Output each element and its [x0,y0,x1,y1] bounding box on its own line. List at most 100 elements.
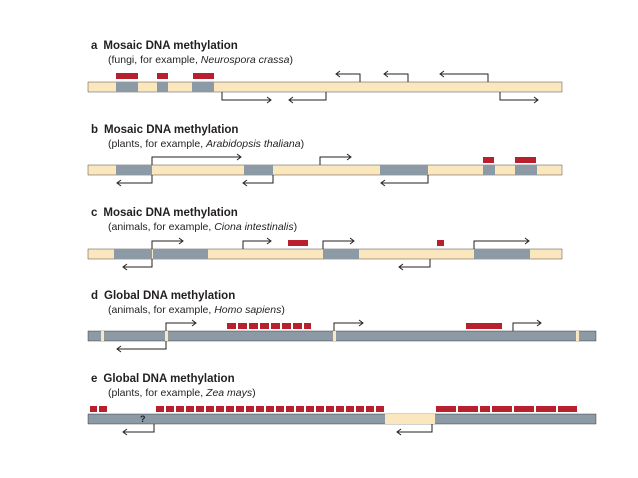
panel-d-sub-post: ) [281,304,285,316]
methylation-mark [193,73,214,79]
panel-c-sub-post: ) [293,221,298,233]
transcription-arrows [116,319,542,353]
panel-e-organism: Zea mays [206,387,253,399]
methylation-mark [436,406,456,412]
dna-strand [87,81,563,93]
methylation-mark [236,406,244,412]
methylation-mark [356,406,364,412]
methylated-region [153,249,208,259]
methylated-region [483,165,495,175]
methylation-mark [346,406,354,412]
panel-e-sub-pre: (plants, for example, [108,387,207,399]
methylation-mark [227,323,236,329]
panel-d-letter: d [91,290,99,302]
gene-arrow [244,175,274,184]
dna-strand [87,330,597,342]
methylation-mark [90,406,97,412]
gene-arrow [290,92,327,101]
panel-c-diagram [87,237,563,271]
panel-d-diagram [87,319,597,353]
methylation-mark [466,323,502,329]
panel-c-sub-pre: (animals, for example, [108,221,215,233]
methylation-mark [376,406,384,412]
gene-arrow [165,322,195,331]
panel-a-organism: Neurospora crassa [200,54,290,66]
methylation-mark [304,323,311,329]
unknown-marker: ? [140,414,146,424]
gene-arrow [337,73,361,82]
methylation-mark [249,323,258,329]
methylated-region [192,82,214,92]
methylation-mark [286,406,294,412]
methylation-mark [458,406,478,412]
panel-a-sub-post: ) [289,54,294,66]
methylation-mark [157,73,168,79]
panel-c-letter: c [91,207,98,219]
dna-strand [87,164,563,176]
panel-b-sub-post: ) [300,138,305,150]
methylation-mark [196,406,204,412]
dna-strand [87,413,597,425]
gene-arrow [512,322,540,331]
panel-d-subtitle: (animals, for example, Homo sapiens) [108,304,285,316]
gene-arrow [441,73,489,82]
gene-arrow [398,424,433,433]
panel-a-subtitle: (fungi, for example, Neurospora crassa) [108,54,293,66]
panel-a-name: Mosaic DNA methylation [103,40,238,52]
methylation-mark [216,406,224,412]
panel-e-subtitle: (plants, for example, Zea mays) [108,387,256,399]
methylation-mark [288,240,308,246]
panel-d-organism: Homo sapiens [214,304,282,316]
methylation-mark [296,406,304,412]
methylation-mark [437,240,444,246]
methylation-mark [260,323,269,329]
panel-a-sub-pre: (fungi, for example, [108,54,201,66]
gene-arrow [499,92,537,101]
methylation-mark [238,323,247,329]
unmethylated-gap [165,331,168,341]
transcription-arrows [122,424,433,436]
methylation-mark [515,157,536,163]
panel-e-letter: e [91,373,98,385]
panel-b-diagram [87,153,563,187]
methylation-mark [336,406,344,412]
methylation-mark [166,406,174,412]
methylation-mark [293,323,302,329]
gene-arrow [322,240,353,249]
unmethylated-region [385,414,435,424]
methylation-mark [483,157,494,163]
gene-arrow [118,175,153,184]
panel-b-organism: Arabidopsis thaliana [206,138,301,150]
panel-a-diagram [87,70,563,104]
methylation-marks [227,323,502,329]
transcription-arrows [116,153,429,187]
methylation-mark [116,73,138,79]
methylation-mark [316,406,324,412]
transcription-arrows [221,70,539,104]
methylated-region [244,165,273,175]
methylation-mark [326,406,334,412]
methylation-mark [266,406,274,412]
methylated-region [380,165,428,175]
gene-arrow [118,341,167,350]
methylation-mark [206,406,214,412]
methylation-mark [156,406,164,412]
panel-e-name: Global DNA methylation [103,373,235,385]
methylated-region [515,165,537,175]
panel-e-title: e Global DNA methylation [91,373,235,385]
gene-arrow [151,156,240,165]
methylation-mark [536,406,556,412]
methylation-mark [366,406,374,412]
methylation-mark [276,406,284,412]
methylation-mark [282,323,291,329]
methylation-mark [492,406,512,412]
panel-b-letter: b [91,124,99,136]
methylation-mark [246,406,254,412]
methylation-mark [226,406,234,412]
methylation-mark [558,406,577,412]
gene-arrow [473,240,528,249]
